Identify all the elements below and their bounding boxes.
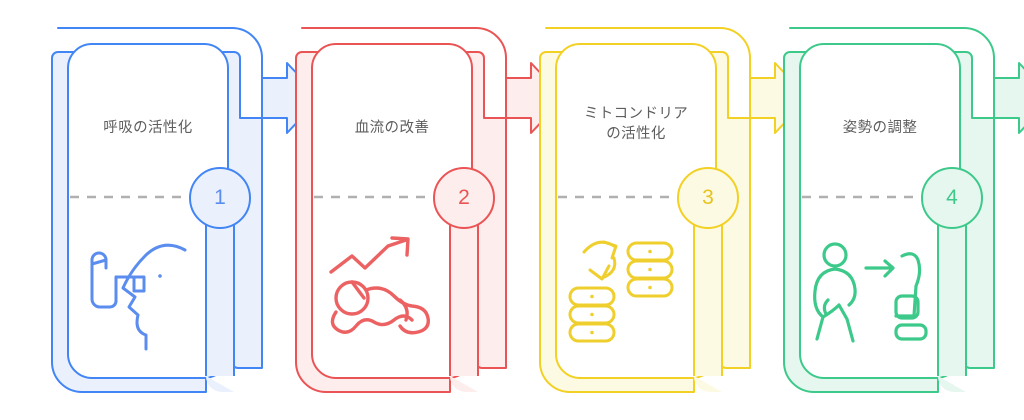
walking-person-chair-icon [813, 242, 928, 343]
step-card-3[interactable] [539, 27, 809, 393]
step-4-badge[interactable] [921, 167, 983, 229]
inhaler-face-icon [90, 243, 187, 351]
step-card-2[interactable] [295, 27, 565, 393]
step-3-badge[interactable] [677, 167, 739, 229]
stretching-person-trend-icon [329, 236, 430, 335]
mitochondria-stacks-icon [568, 240, 674, 343]
step-card-1[interactable] [51, 27, 321, 393]
step-card-4[interactable] [783, 27, 1024, 393]
step-1-badge[interactable] [189, 167, 251, 229]
step-2-badge[interactable] [433, 167, 495, 229]
